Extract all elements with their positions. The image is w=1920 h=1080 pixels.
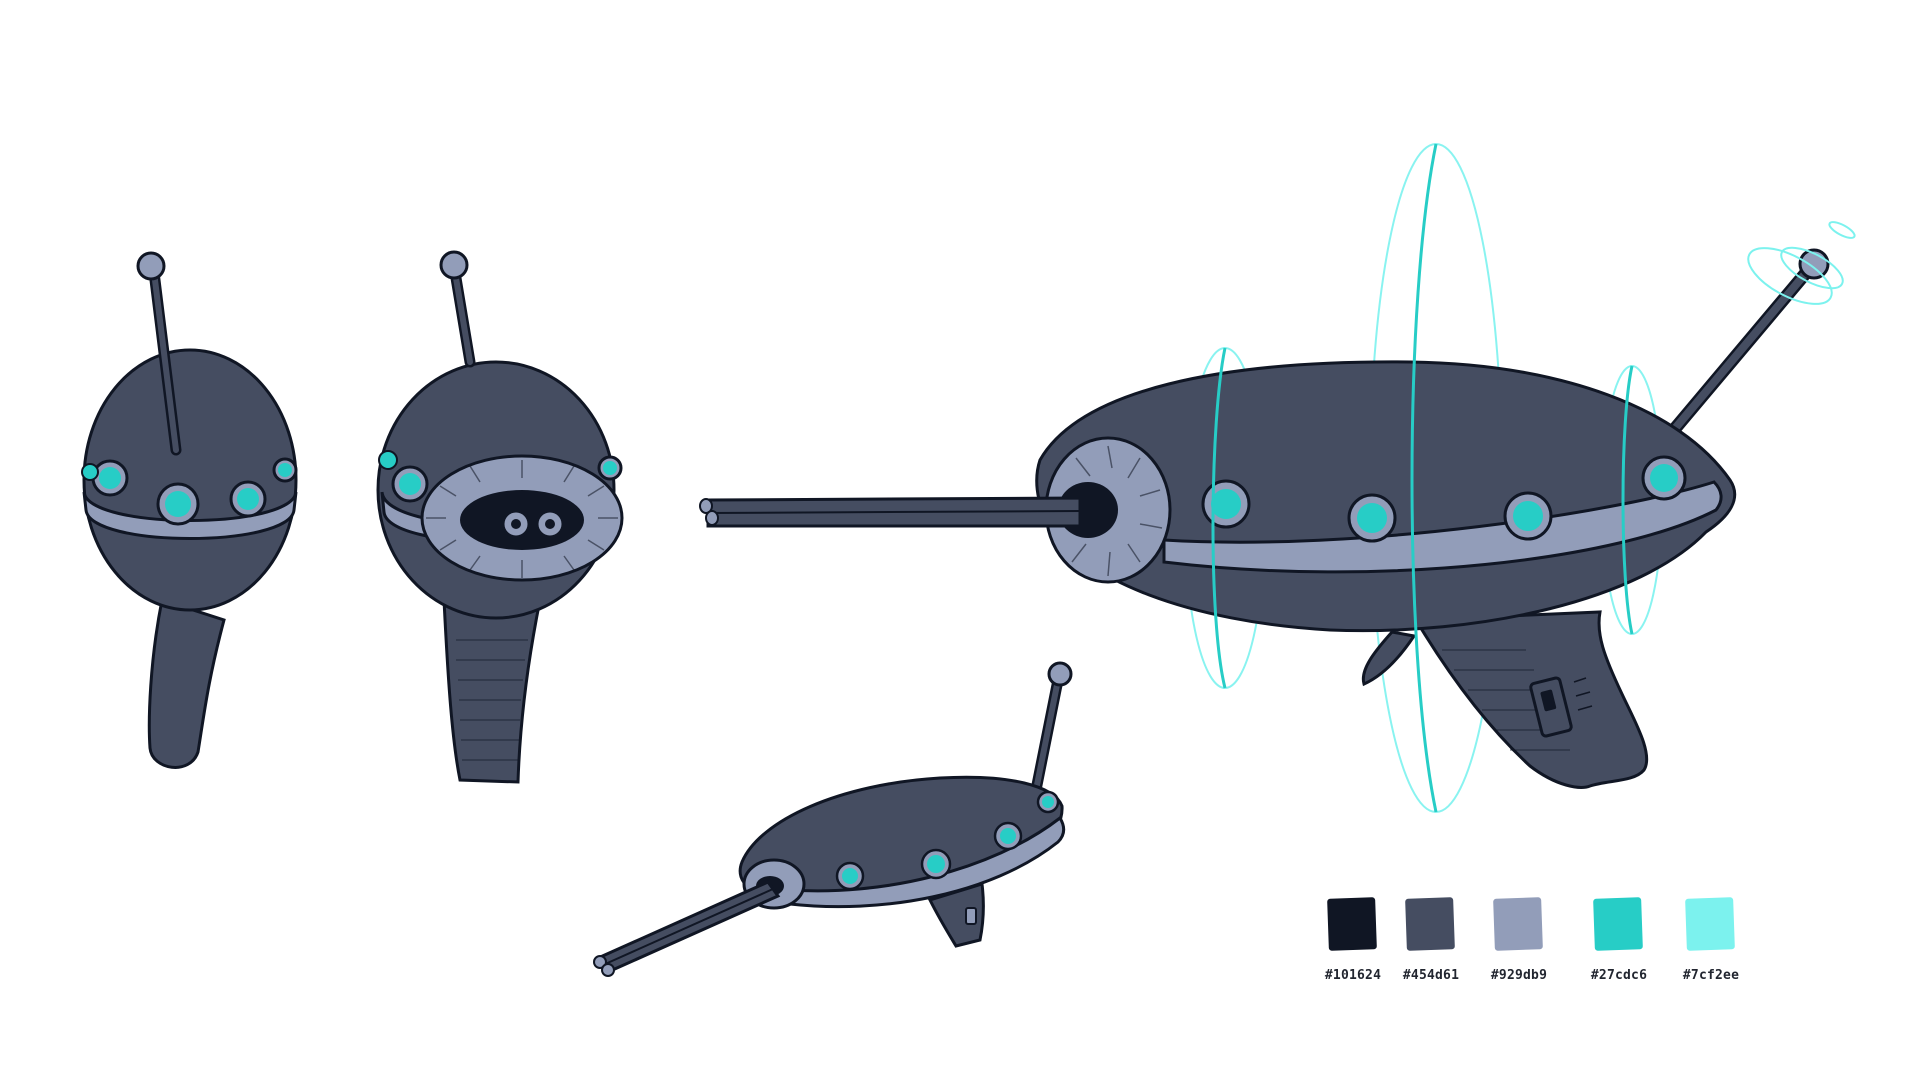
palette-swatch: #929db9 [1474, 897, 1564, 998]
back-view-antenna-tip [136, 251, 166, 281]
three-quarter-switch [965, 907, 977, 925]
three-quarter-gems [835, 790, 1060, 891]
ray-gun-front-view [376, 250, 624, 784]
color-palette: #101624 #454d61 #929db9 #27cdc6 #7cf2ee [1308, 897, 1768, 998]
palette-swatch-chip [1493, 897, 1543, 951]
back-view-band [82, 491, 298, 540]
side-view-trigger [1361, 630, 1417, 687]
front-view-gems [378, 450, 623, 503]
antenna-signal-ring-far [1828, 221, 1856, 239]
back-view-grip [147, 598, 226, 769]
front-view-grip [442, 598, 542, 784]
palette-swatch: #7cf2ee [1666, 897, 1756, 998]
side-view-grip [1413, 610, 1649, 789]
front-view-antenna-tip [439, 250, 469, 280]
ray-gun-side-view [699, 143, 1856, 813]
three-quarter-band [788, 815, 1066, 909]
side-view-barrel-end-lower [705, 510, 719, 526]
three-quarter-grip [927, 882, 985, 948]
palette-swatch-label: #929db9 [1490, 968, 1548, 983]
palette-swatch: #27cdc6 [1574, 897, 1664, 998]
side-view-barrel-end-upper [699, 498, 713, 514]
palette-swatch: #454d61 [1386, 897, 1476, 998]
palette-swatch-chip [1593, 897, 1643, 951]
palette-swatch-label: #454d61 [1402, 968, 1460, 983]
antenna-signal-ring-inner [1780, 246, 1844, 290]
palette-swatch-label: #27cdc6 [1590, 968, 1648, 983]
ray-gun-three-quarter-view [593, 661, 1073, 977]
palette-swatch-chip [1685, 897, 1735, 951]
palette-swatch-chip [1327, 897, 1377, 951]
antenna-signal-ring-outer [1747, 247, 1833, 305]
three-quarter-antenna-tip [1047, 661, 1073, 687]
back-view-gems [81, 457, 298, 526]
back-view-body [82, 348, 298, 612]
palette-swatch-label: #7cf2ee [1682, 968, 1740, 983]
palette-swatch-chip [1405, 897, 1455, 951]
palette-swatch: #101624 [1308, 897, 1398, 998]
ray-gun-back-view [81, 251, 298, 769]
palette-swatch-label: #101624 [1324, 968, 1382, 983]
